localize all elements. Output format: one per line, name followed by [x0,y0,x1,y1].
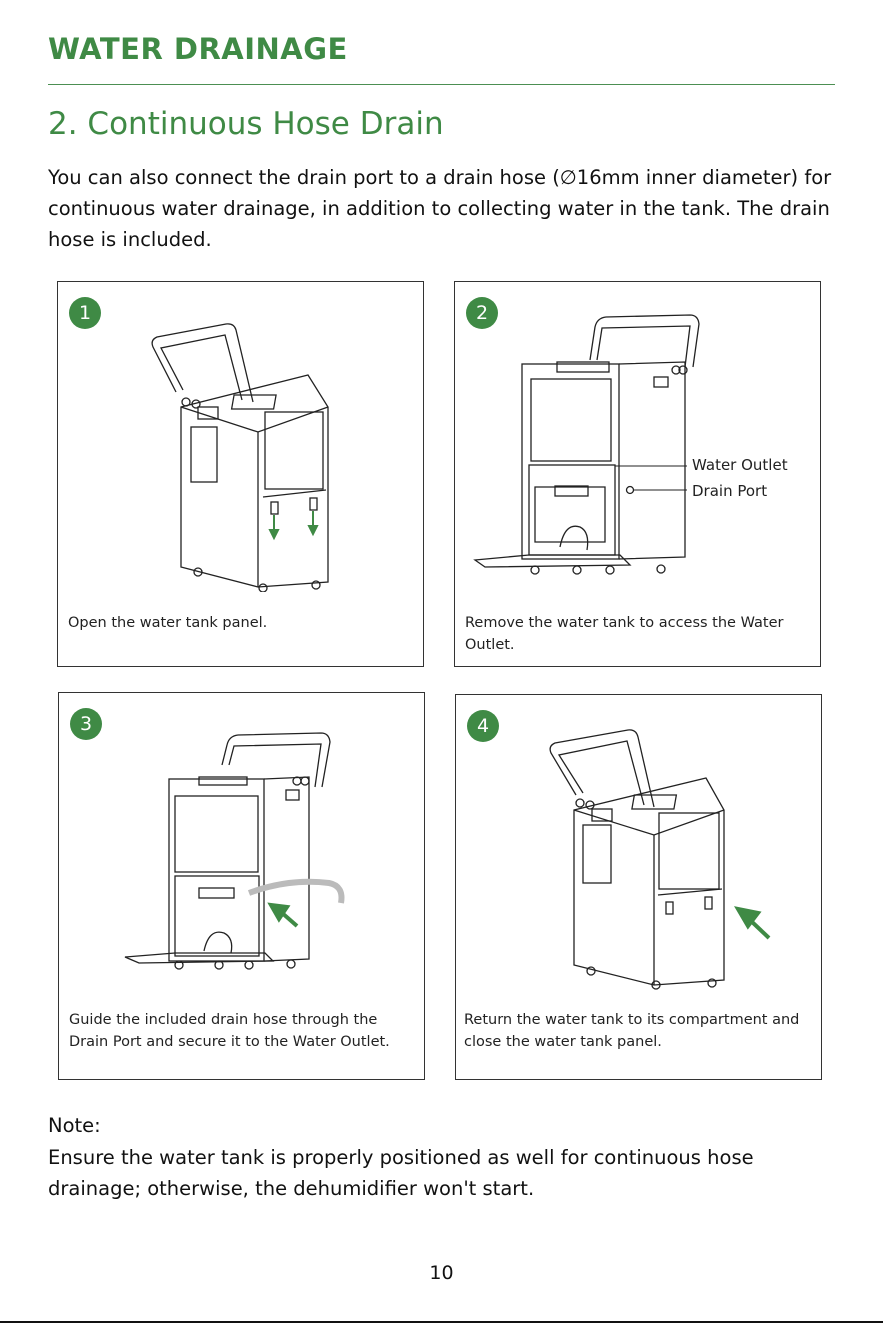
dehumidifier-hose-icon [124,732,345,970]
subsection-title: 2. Continuous Hose Drain [48,106,444,142]
step-4-panel: 4 Return the water tank to its compartme… [455,694,822,1080]
step-2-panel: 2 [454,281,821,667]
step-1-badge: 1 [69,297,101,329]
step-3-badge: 3 [70,708,102,740]
title-divider [48,84,835,85]
dehumidifier-open-icon [473,314,700,575]
drain-port-callout: Drain Port [692,482,768,500]
intro-paragraph: You can also connect the drain port to a… [48,166,832,251]
step-4-badge: 4 [467,710,499,742]
note-label: Note: [48,1114,101,1137]
step-2-caption: Remove the water tank to access the Wate… [465,615,784,653]
section-title: WATER DRAINAGE [48,32,348,66]
step-1-panel: 1 Open the [57,281,424,667]
step-1-caption: Open the water tank panel. [68,615,268,631]
note-text: Ensure the water tank is properly positi… [48,1146,754,1200]
water-outlet-callout: Water Outlet [692,456,788,474]
dehumidifier-closed-icon [151,323,329,592]
page-number: 10 [429,1262,454,1284]
dehumidifier-reassembled-icon [549,729,771,990]
step-3-caption: Guide the included drain hose through th… [69,1012,390,1050]
step-3-panel: 3 Guide the included drain hose through [58,692,425,1080]
step-4-caption: Return the water tank to its compartment… [464,1012,800,1050]
step-2-badge: 2 [466,297,498,329]
bottom-divider [0,1321,883,1323]
